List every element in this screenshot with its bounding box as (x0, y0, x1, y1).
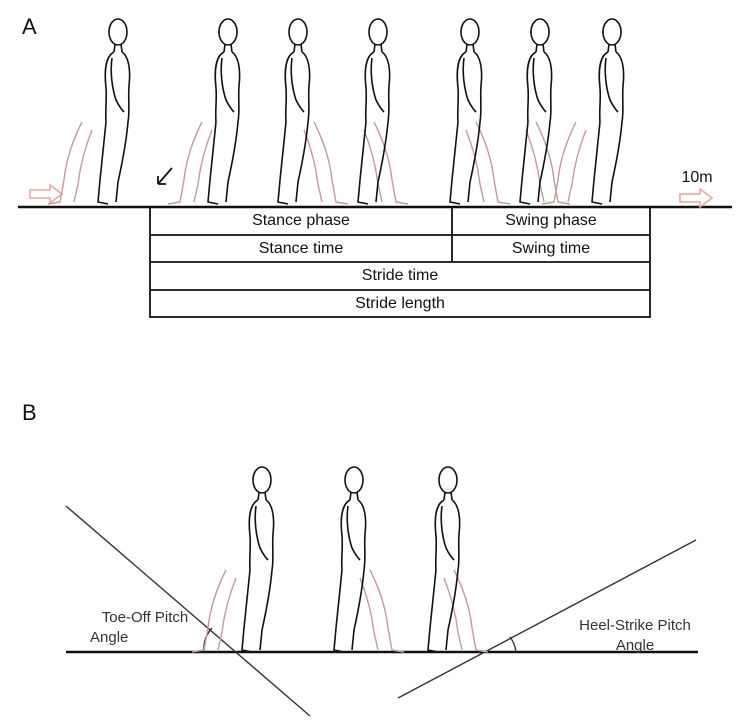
cell-stance-time: Stance time (258, 239, 344, 257)
walker-a4 (357, 18, 409, 205)
cell-stride-length: Stride length (355, 294, 445, 312)
panel-a-label: A (22, 14, 37, 39)
walker-a5 (449, 18, 511, 205)
walker-a2 (167, 18, 241, 205)
heel-strike-label-line1: Heel-Strike Pitch (579, 617, 691, 634)
toe-off-label-line2: Angle (90, 629, 129, 646)
toe-off-label-line1: Toe-Off Pitch (101, 609, 189, 626)
heel-strike-label-line2: Angle (615, 637, 655, 654)
heel-strike-pitch-line (397, 539, 697, 699)
cell-swing-time: Swing time (511, 239, 591, 257)
end-arrow-icon (679, 187, 714, 209)
cell-stance-phase: Stance phase (252, 212, 350, 229)
distance-label: 10m (681, 169, 713, 186)
toe-off-angle-label: Toe-Off Pitch Angle (80, 608, 210, 648)
walker-b3 (427, 466, 489, 653)
heel-strike-arrow-icon (157, 167, 173, 185)
gait-table-grid (149, 206, 651, 318)
cell-swing-phase: Swing phase (505, 212, 597, 229)
heel-strike-angle-label: Heel-Strike Pitch Angle (560, 616, 710, 656)
start-arrow-icon (29, 183, 64, 205)
walker-a6 (519, 18, 571, 205)
heel-strike-angle-arc (509, 636, 517, 653)
walker-a1 (47, 18, 131, 205)
toe-off-pitch-line (65, 505, 311, 717)
walker-b2 (333, 466, 405, 653)
panel-b-label: B (22, 400, 37, 425)
walker-a3 (277, 18, 349, 205)
cell-stride-time: Stride time (361, 267, 439, 284)
